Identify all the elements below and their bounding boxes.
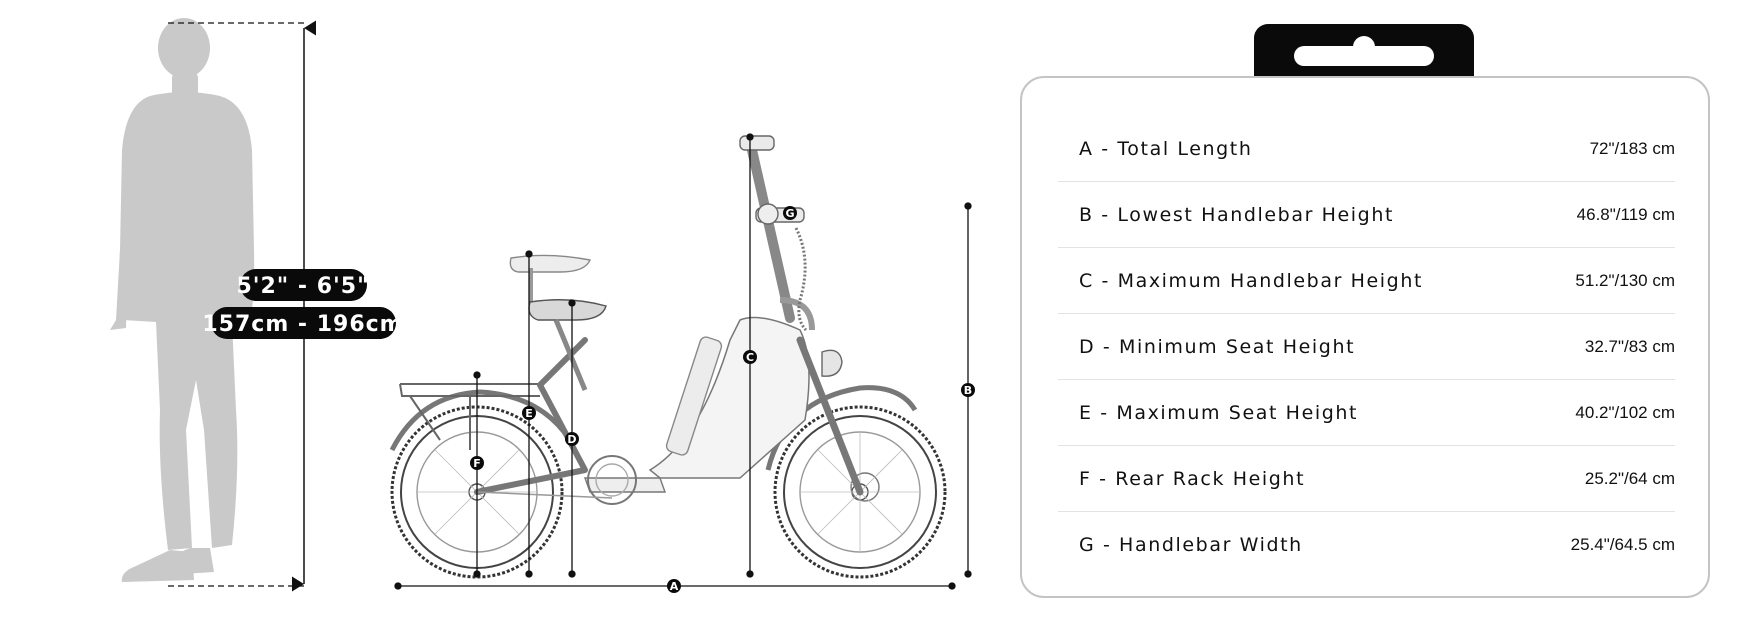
spec-value: 51.2"/130 cm (1575, 270, 1675, 290)
rider-height-imperial-badge: 5'2" - 6'5" (236, 269, 369, 301)
svg-text:F: F (473, 457, 481, 470)
rider-height-metric-badge: 157cm - 196cm (202, 307, 403, 339)
spec-row-maximum-seat-height: E - Maximum Seat Height 40.2"/102 cm (1058, 380, 1675, 446)
hang-tag-icon (1254, 24, 1474, 78)
marker-d-badge: D (565, 432, 579, 446)
spec-label: D - Minimum Seat Height (1079, 335, 1356, 358)
svg-text:A: A (670, 580, 679, 593)
rider-height-line (168, 20, 316, 592)
spec-value: 25.4"/64.5 cm (1570, 535, 1675, 554)
spec-row-lowest-handlebar-height: B - Lowest Handlebar Height 46.8"/119 cm (1058, 182, 1675, 248)
spec-value: 46.8"/119 cm (1576, 204, 1675, 224)
marker-f-badge: F (470, 456, 484, 470)
svg-text:D: D (567, 433, 576, 446)
dimension-lines (394, 133, 972, 590)
spec-label: B - Lowest Handlebar Height (1079, 203, 1395, 226)
person-silhouette-icon (110, 18, 255, 582)
marker-b-badge: B (961, 383, 975, 397)
spec-row-handlebar-width: G - Handlebar Width 25.4"/64.5 cm (1058, 512, 1675, 578)
svg-text:B: B (964, 384, 972, 397)
spec-value: 25.2"/64 cm (1584, 468, 1675, 488)
marker-g-badge: G (783, 206, 797, 220)
spec-row-maximum-handlebar-height: C - Maximum Handlebar Height 51.2"/130 c… (1058, 248, 1675, 314)
spec-row-total-length: A - Total Length 72"/183 cm (1058, 116, 1675, 182)
rider-height-metric: 157cm - 196cm (202, 312, 403, 337)
spec-label: A - Total Length (1079, 137, 1253, 160)
spec-row-minimum-seat-height: D - Minimum Seat Height 32.7"/83 cm (1058, 314, 1675, 380)
hang-slot-knob (1353, 36, 1375, 58)
spec-label: F - Rear Rack Height (1079, 467, 1306, 490)
rider-height-imperial: 5'2" - 6'5" (236, 274, 369, 299)
spec-panel: A - Total Length 72"/183 cm B - Lowest H… (1020, 76, 1710, 598)
spec-value: 32.7"/83 cm (1584, 336, 1675, 356)
spec-row-rear-rack-height: F - Rear Rack Height 25.2"/64 cm (1058, 446, 1675, 512)
marker-a-badge: A (667, 579, 681, 593)
marker-e-badge: E (522, 406, 536, 420)
spec-label: G - Handlebar Width (1079, 534, 1303, 556)
spec-value: 40.2"/102 cm (1575, 402, 1675, 422)
spec-label: C - Maximum Handlebar Height (1079, 269, 1424, 292)
marker-c-badge: C (743, 350, 757, 364)
svg-text:C: C (746, 351, 754, 364)
svg-text:E: E (525, 407, 533, 420)
spec-value: 72"/183 cm (1589, 138, 1675, 158)
svg-text:G: G (785, 207, 794, 220)
bike-illustration-icon (389, 135, 947, 579)
spec-label: E - Maximum Seat Height (1079, 401, 1359, 424)
